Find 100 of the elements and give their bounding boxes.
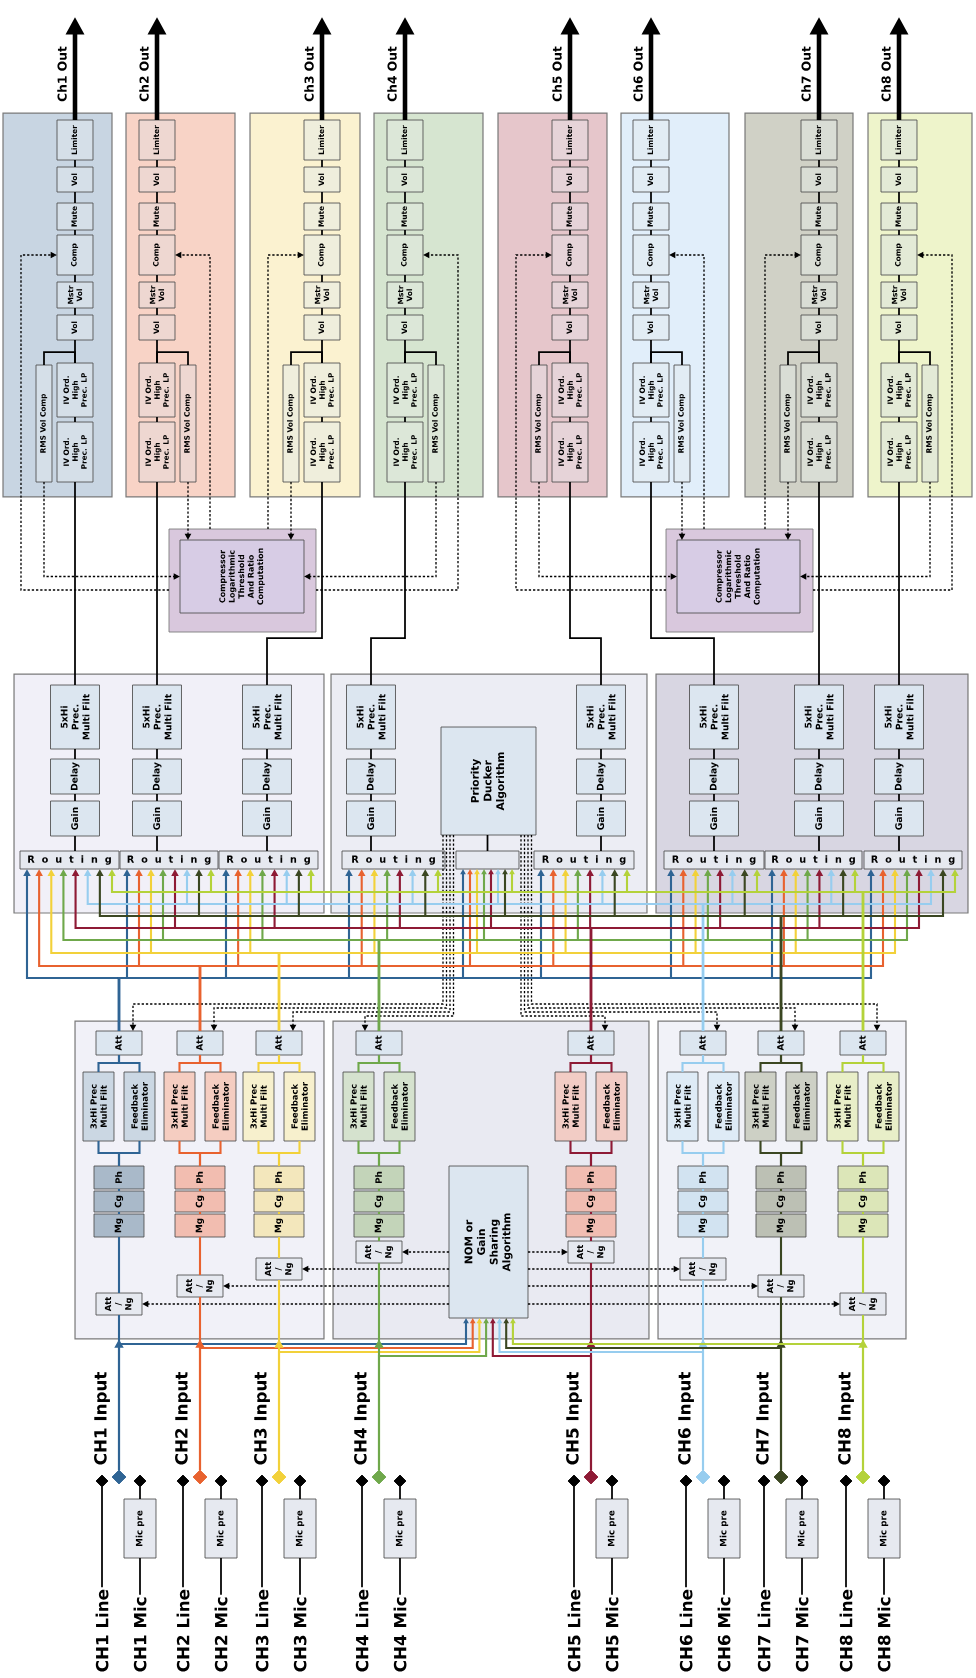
connector-line xyxy=(198,1055,222,1072)
selector-diamond xyxy=(111,1469,127,1485)
connector-line xyxy=(370,835,372,852)
connector-line xyxy=(361,1486,363,1589)
terminal-diamond xyxy=(757,1474,771,1488)
connector-line xyxy=(569,191,571,204)
connector-line xyxy=(589,1141,613,1166)
dotted-arrow xyxy=(800,481,931,580)
connector-line xyxy=(861,1237,865,1293)
connector-line xyxy=(74,307,76,316)
connector-line xyxy=(898,191,900,204)
process-box: Ph xyxy=(174,1165,226,1190)
process-box: Mic pre xyxy=(785,1498,819,1559)
connector-line xyxy=(898,307,900,316)
input-label: CH5 Line xyxy=(567,1589,581,1672)
input-label: CH2 Line xyxy=(176,1589,190,1672)
connector-line xyxy=(370,481,406,686)
connector-line xyxy=(573,1486,575,1589)
process-box: Mg xyxy=(353,1213,405,1238)
process-box: Att xyxy=(679,1030,727,1056)
connector-line xyxy=(818,748,820,760)
process-box: Mic pre xyxy=(283,1498,317,1559)
connector-line xyxy=(117,1055,141,1072)
process-box: Gain xyxy=(132,800,182,837)
selector-bar xyxy=(455,850,520,870)
process-box: Mic pre xyxy=(867,1498,901,1559)
dotted-arrow xyxy=(520,834,609,1031)
connector-line xyxy=(266,835,268,852)
process-box: 3xHi Prec Multi Filt xyxy=(342,1071,375,1142)
process-box: Delay xyxy=(50,758,100,795)
connector-line xyxy=(569,229,571,236)
process-box: Delay xyxy=(874,758,924,795)
output-label: Ch4 Out xyxy=(387,46,397,102)
connector-line xyxy=(377,1055,401,1072)
process-box: 5xHi Prec. Multi Filt xyxy=(576,684,626,750)
connector-line xyxy=(883,1486,885,1500)
process-box: Feedback Eliminator xyxy=(283,1071,316,1142)
terminal-diamond xyxy=(717,1474,731,1488)
connector-line xyxy=(156,793,158,802)
connector-line xyxy=(818,307,820,316)
connector-line xyxy=(377,1212,381,1214)
output-label: Ch2 Out xyxy=(139,46,149,102)
process-box: Cg xyxy=(565,1190,617,1213)
connector-line xyxy=(701,1055,725,1072)
connector-line xyxy=(156,159,158,168)
connector-line xyxy=(818,793,820,802)
process-box: Cg xyxy=(174,1190,226,1213)
connector-line xyxy=(101,1486,103,1589)
process-box: Ph xyxy=(253,1165,305,1190)
selector-diamond xyxy=(583,1469,599,1485)
connector-line xyxy=(156,416,158,423)
input-label: CH3 Mic xyxy=(293,1597,307,1672)
routing-bar: R o u t i n g xyxy=(119,850,219,870)
input-label: CH1 Input xyxy=(94,1372,110,1465)
connector-line xyxy=(898,481,900,686)
connector-line xyxy=(74,748,76,760)
connector-line xyxy=(723,1557,725,1596)
process-box: Att xyxy=(757,1030,805,1056)
process-box: Ph xyxy=(353,1165,405,1190)
process-box: Gain xyxy=(794,800,844,837)
output-label: Ch7 Out xyxy=(801,46,811,102)
routing-bar: R o u t i n g xyxy=(218,850,319,870)
dotted-arrow xyxy=(530,834,881,1031)
input-label: CH2 Mic xyxy=(214,1597,228,1672)
selector-diamond xyxy=(271,1469,287,1485)
connector-line xyxy=(898,159,900,168)
input-label: CH4 Mic xyxy=(393,1597,407,1672)
terminal-diamond xyxy=(795,1474,809,1488)
terminal-diamond xyxy=(255,1474,269,1488)
input-label: CH6 Line xyxy=(679,1589,693,1672)
connector-line xyxy=(569,416,571,423)
connector-line xyxy=(277,1055,301,1072)
connector-line xyxy=(818,274,820,283)
terminal-diamond xyxy=(605,1474,619,1488)
routing-bar: R o u t i n g xyxy=(19,850,120,870)
connector-line xyxy=(763,1486,765,1589)
process-box: 5xHi Prec. Multi Filt xyxy=(50,684,100,750)
process-box: Gain xyxy=(576,800,626,837)
process-box: Feedback Eliminator xyxy=(785,1071,818,1142)
terminal-diamond xyxy=(133,1474,147,1488)
process-box: 5xHi Prec. Multi Filt xyxy=(346,684,396,750)
connector-line xyxy=(266,481,323,686)
connector-line xyxy=(156,748,158,760)
connector-line xyxy=(156,351,189,366)
process-box: 3xHi Prec Multi Filt xyxy=(744,1071,777,1142)
connector-line xyxy=(404,159,406,168)
connector-line xyxy=(74,229,76,236)
connector-line xyxy=(321,159,323,168)
process-box: 3xHi Prec Multi Filt xyxy=(554,1071,587,1142)
process-box: Att xyxy=(176,1030,224,1056)
connector-line xyxy=(861,1189,865,1191)
connector-line xyxy=(404,307,406,316)
dotted-arrow xyxy=(764,251,801,530)
connector-line xyxy=(277,1141,301,1166)
process-box: Mg xyxy=(837,1213,889,1238)
connector-line xyxy=(74,835,76,852)
process-box: Att / Ng xyxy=(757,1274,805,1298)
process-box: Att / Ng xyxy=(679,1257,727,1281)
selector-diamond xyxy=(192,1469,208,1485)
input-label: CH6 Input xyxy=(678,1372,694,1465)
